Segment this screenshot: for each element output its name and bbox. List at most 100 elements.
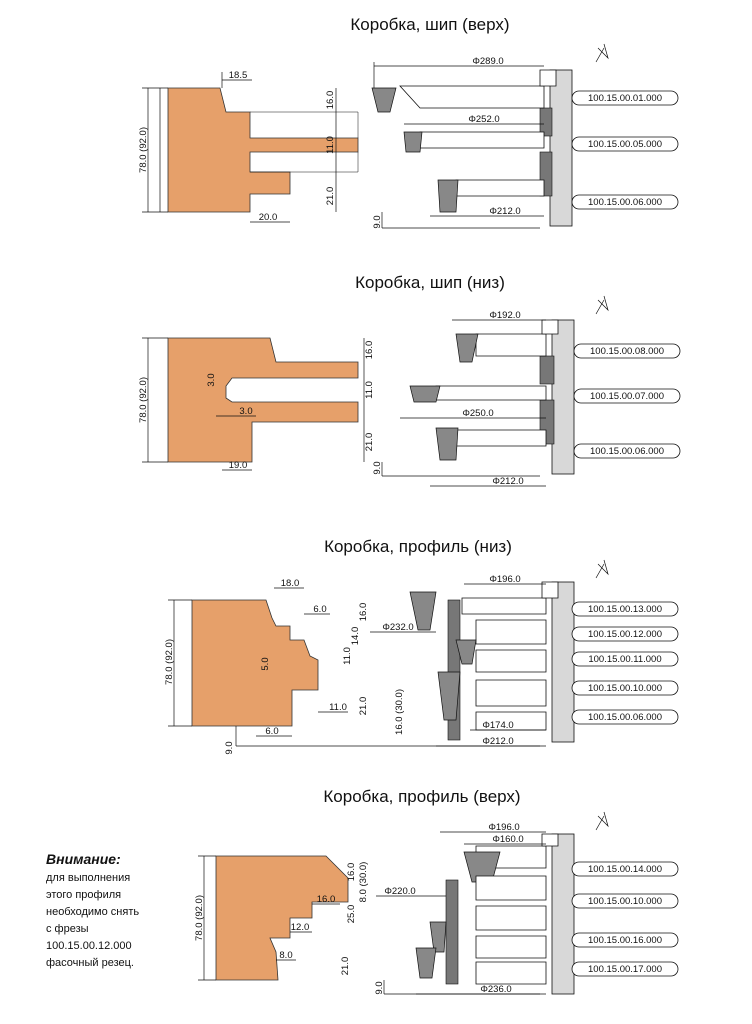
dim-step: 5.0 <box>260 657 271 670</box>
spindle <box>549 69 573 227</box>
dim-tenon: 14.0 <box>350 627 361 646</box>
part-code-label: 100.15.00.06.000 <box>588 197 662 208</box>
spindle <box>551 581 575 743</box>
axis-arrow-icon <box>595 43 609 63</box>
warning-line: 100.15.00.12.000 <box>46 940 132 952</box>
section-1: Коробка, шип (верх) 78.0 (92.0) 18.5 16.… <box>138 15 679 229</box>
part-code <box>573 343 681 359</box>
dim-diameter: Φ196.0 <box>489 574 520 585</box>
section-3: Коробка, профиль (низ) 78.0 (92.0) 18.0 … <box>164 537 679 755</box>
tenon-extension <box>250 111 359 138</box>
dim-offset: 9.0 <box>372 461 383 474</box>
knife <box>403 131 423 153</box>
dim-step: 8.0 <box>279 950 292 961</box>
spacer <box>539 355 555 385</box>
axis-arrow-icon <box>595 811 609 831</box>
dim-height: 78.0 (92.0) <box>138 127 149 173</box>
cutter-body <box>455 179 545 197</box>
part-code-label: 100.15.00.10.000 <box>588 683 662 694</box>
part-code-label: 100.15.00.17.000 <box>588 964 662 975</box>
dim-base: 19.0 <box>229 460 248 471</box>
dim-diameter: Φ236.0 <box>480 984 511 995</box>
knife <box>435 427 459 461</box>
dim-bottom: 16.0 (30.0) <box>394 689 405 735</box>
part-code <box>571 932 679 948</box>
warning-line: с фрезы <box>46 923 89 935</box>
cutter-body <box>461 597 547 615</box>
nut <box>541 833 559 847</box>
part-code <box>571 194 679 210</box>
dim-diameter: Φ174.0 <box>482 720 513 731</box>
part-code <box>571 893 679 909</box>
part-code <box>571 136 679 152</box>
part-code-label: 100.15.00.01.000 <box>588 93 662 104</box>
dim-depth: 8.0 (30.0) <box>358 862 369 903</box>
nut <box>541 319 559 335</box>
part-code-label: 100.15.00.14.000 <box>588 864 662 875</box>
knife <box>437 671 461 721</box>
cutter-body <box>475 905 547 931</box>
warning-line: этого профиля <box>46 889 121 901</box>
knife <box>437 179 459 213</box>
cutter-body <box>475 619 547 645</box>
spindle <box>551 319 575 475</box>
dim-diameter: Φ252.0 <box>468 114 499 125</box>
section-4: Коробка, профиль (верх) Внимание: для вы… <box>46 787 679 995</box>
dim-top: 16.0 <box>358 603 369 622</box>
dim-step: 16.0 <box>317 894 336 905</box>
dim-diameter: Φ212.0 <box>482 736 513 747</box>
workpiece-profile <box>215 855 349 981</box>
warning-line: необходимо снять <box>46 906 139 918</box>
section-title: Коробка, профиль (низ) <box>324 537 512 556</box>
workpiece-profile <box>167 337 359 463</box>
warning-line: фасочный резец. <box>46 957 134 969</box>
cutter-body <box>419 131 545 149</box>
axis-arrow-icon <box>595 295 609 315</box>
dim-offset: 9.0 <box>374 981 385 994</box>
part-code <box>573 388 681 404</box>
workpiece-profile <box>191 599 319 727</box>
dim-bottom: 21.0 <box>325 187 336 206</box>
part-code-label: 100.15.00.11.000 <box>588 654 661 665</box>
part-code-label: 100.15.00.07.000 <box>590 391 664 402</box>
dim-diameter: Φ160.0 <box>492 834 523 845</box>
dim-offset: 9.0 <box>372 215 383 228</box>
section-title: Коробка, шип (низ) <box>355 273 505 292</box>
part-code <box>571 709 679 725</box>
cutter-body <box>475 935 547 959</box>
knife <box>371 87 397 113</box>
part-code-label: 100.15.00.06.000 <box>588 712 662 723</box>
section-2: Коробка, шип (низ) 78.0 (92.0) 16.0 3.0 … <box>138 273 681 487</box>
dim-diameter: Φ220.0 <box>384 886 415 897</box>
spindle <box>551 833 575 995</box>
part-code <box>571 651 679 667</box>
part-code-label: 100.15.00.06.000 <box>590 446 664 457</box>
nut <box>541 581 559 599</box>
part-code <box>571 961 679 977</box>
part-code-label: 100.15.00.13.000 <box>588 604 662 615</box>
dim-diameter: Φ250.0 <box>462 408 493 419</box>
dim-offset: 9.0 <box>224 741 235 754</box>
cutter-body <box>475 875 547 901</box>
knife <box>409 385 441 403</box>
dim-step: 6.0 <box>313 604 326 615</box>
dim-diameter: Φ212.0 <box>489 206 520 217</box>
part-code-label: 100.15.00.05.000 <box>588 139 662 150</box>
part-code <box>571 680 679 696</box>
dim-height: 78.0 (92.0) <box>138 377 149 423</box>
dim-bottom: 21.0 <box>364 433 375 452</box>
dim-step: 12.0 <box>291 922 310 933</box>
dim-depth: 25.0 <box>346 905 357 924</box>
dim-base: 20.0 <box>259 212 278 223</box>
section-title: Коробка, шип (верх) <box>350 15 509 34</box>
part-code <box>573 443 681 459</box>
warning-note: Внимание: для выполнения этого профиля н… <box>46 851 139 969</box>
dim-diameter: Φ196.0 <box>488 822 519 833</box>
knife <box>455 639 477 665</box>
cutter-body <box>475 679 547 707</box>
dim-bottom: 21.0 <box>340 957 351 976</box>
dim-top: 16.0 <box>364 341 375 360</box>
dim-diameter: Φ192.0 <box>489 310 520 321</box>
axis-arrow-icon <box>595 559 609 579</box>
